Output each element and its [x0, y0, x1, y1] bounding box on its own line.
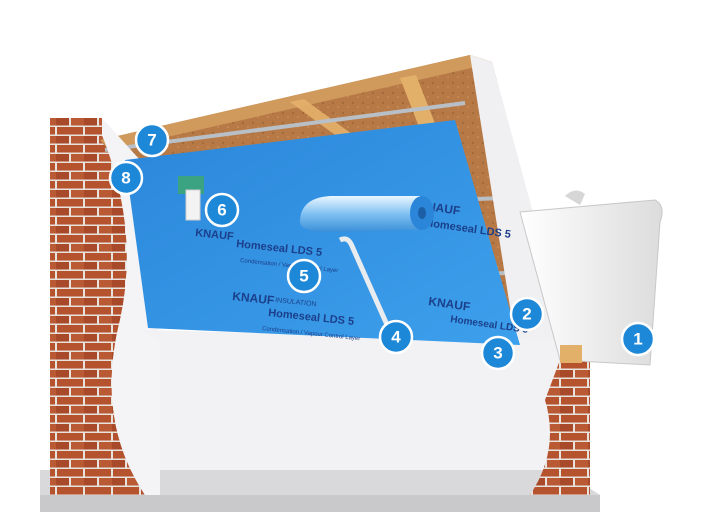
left-brick-wall	[50, 118, 145, 495]
callout-badge-7: 7	[134, 122, 170, 158]
membrane-brand-small-2: INSULATION	[275, 297, 317, 308]
svg-text:7: 7	[147, 131, 156, 150]
callout-badge-2: 2	[509, 296, 545, 332]
roof-window-seal	[178, 176, 204, 221]
svg-text:5: 5	[299, 267, 308, 286]
svg-text:6: 6	[217, 201, 226, 220]
callout-badges: 7 8 6 5 4 3 2 1	[108, 122, 656, 371]
svg-text:4: 4	[391, 328, 401, 347]
svg-text:8: 8	[121, 169, 130, 188]
vapour-control-membrane	[125, 120, 520, 345]
tape	[338, 236, 395, 338]
membrane-brand-4: KNAUF	[428, 294, 472, 314]
membrane-brand-2: KNAUF	[232, 289, 275, 307]
callout-badge-3: 3	[480, 335, 516, 371]
callout-badge-4: 4	[378, 319, 414, 355]
knee-wall	[140, 330, 560, 470]
plasterboard-sheet	[519, 190, 663, 366]
eaves-block	[560, 345, 582, 363]
membrane-brand-1: KNAUF	[195, 227, 235, 243]
callout-badge-1: 1	[620, 321, 656, 357]
svg-text:3: 3	[493, 344, 502, 363]
svg-text:2: 2	[522, 305, 531, 324]
right-brick-wall	[530, 360, 590, 495]
callout-badge-6: 6	[204, 192, 240, 228]
svg-text:1: 1	[633, 330, 642, 349]
membrane-roll	[300, 196, 434, 232]
callout-badge-8: 8	[108, 160, 144, 196]
callout-badge-5: 5	[286, 258, 322, 294]
